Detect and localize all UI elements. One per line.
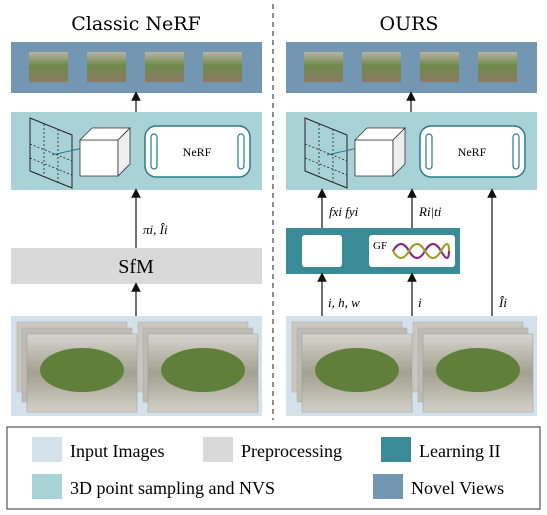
left-novel-views: [11, 42, 262, 93]
legend-swatch: [203, 437, 233, 462]
legend-item-sampling: 3D point sampling and NVS: [32, 474, 275, 499]
gf-wave-b: [392, 242, 451, 260]
left-nerf-label: NeRF: [183, 145, 212, 159]
legend-label: Input Images: [70, 441, 164, 461]
right-nerf-block: NeRF: [419, 125, 526, 178]
volume-cube-icon: [79, 127, 131, 177]
legend-label: 3D point sampling and NVS: [70, 478, 275, 498]
legend-swatch: [32, 437, 62, 462]
novel-view-thumbs: [29, 52, 242, 82]
legend-label: Preprocessing: [241, 441, 342, 461]
focal-module: [302, 235, 342, 267]
input-label-c: Îi: [498, 295, 507, 310]
right-title: OURS: [380, 13, 439, 35]
legend-swatch: [32, 474, 62, 499]
sfm-band: SfM: [11, 248, 262, 284]
input-label-b: i: [418, 295, 422, 310]
legend-item-novel-views: Novel Views: [373, 474, 504, 499]
left-title: Classic NeRF: [71, 13, 201, 35]
left-sampling-band: NeRF: [11, 112, 262, 190]
focal-label: fxi fyi: [329, 204, 359, 219]
left-arrow-label: πi, Îi: [143, 222, 168, 237]
learning-band: GF: [286, 228, 460, 274]
volume-cube-icon: [354, 127, 406, 177]
legend-label: Novel Views: [411, 478, 504, 498]
legend: Input Images Preprocessing Learning II 3…: [6, 426, 541, 510]
right-sampling-band: NeRF: [286, 112, 537, 190]
gf-label: GF: [373, 240, 387, 252]
legend-swatch: [381, 437, 411, 462]
legend-item-input-images: Input Images: [32, 437, 164, 462]
left-input-images: [11, 316, 262, 416]
right-novel-views: [286, 42, 537, 93]
legend-swatch: [373, 474, 403, 499]
legend-label: Learning II: [419, 441, 500, 461]
pose-label: Ri|ti: [418, 204, 442, 219]
legend-item-preprocessing: Preprocessing: [203, 437, 342, 462]
left-nerf-block: NeRF: [144, 125, 251, 178]
right-input-images: [286, 316, 537, 416]
novel-view-thumbs: [304, 52, 517, 82]
legend-item-learning: Learning II: [381, 437, 500, 462]
input-label-a: i, h, w: [328, 295, 360, 310]
sfm-label: SfM: [118, 256, 154, 278]
right-nerf-label: NeRF: [458, 145, 487, 159]
